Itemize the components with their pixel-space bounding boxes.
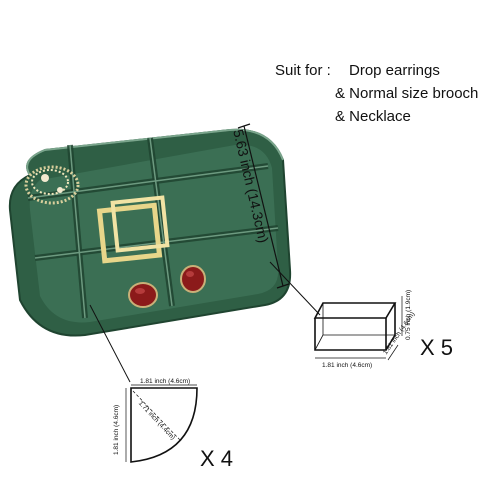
corner-dim-lines: [125, 384, 197, 462]
corner-compartment-icon: [130, 387, 198, 463]
box-dim-lines: [315, 296, 403, 361]
suit-item-drop-earrings: Drop earrings: [349, 62, 440, 79]
corner-side-label: 1.81 inch (4.6cm): [113, 404, 120, 455]
tray-dimension-line: [237, 123, 290, 289]
red-earrings: [128, 265, 206, 308]
gold-pendant: [96, 195, 170, 264]
jewelry-tray: [8, 128, 292, 337]
suit-for-heading: Suit for :: [275, 62, 331, 79]
suit-item-brooch: & Normal size brooch: [335, 85, 479, 102]
box-compartment-icon: [313, 302, 397, 351]
suit-item-necklace: & Necklace: [335, 108, 411, 125]
corner-top-label: 1.81 inch (4.6cm): [140, 378, 191, 385]
necklace: [24, 165, 80, 205]
pointer-line-corner: [89, 304, 131, 383]
box-height-label: 0.75 inch (1.9cm): [405, 289, 412, 340]
corner-quantity: X 4: [200, 446, 234, 471]
box-width-label: 1.81 inch (4.6cm): [322, 362, 373, 369]
box-quantity: X 5: [420, 335, 454, 360]
pointer-line-box: [269, 261, 321, 316]
